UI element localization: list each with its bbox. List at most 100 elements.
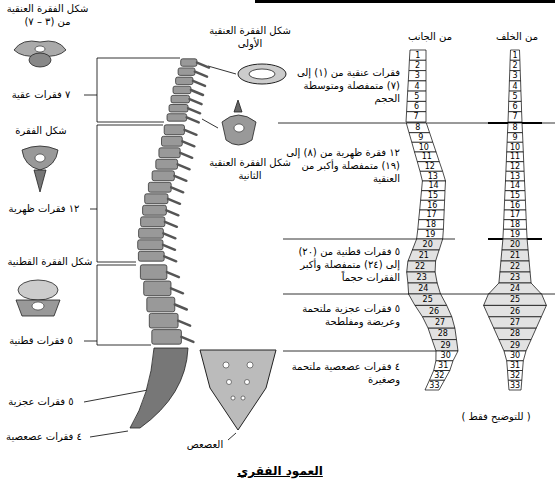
back-vertebra [499,272,531,283]
callout-number: 31 [433,361,453,370]
vertebra-body [162,136,183,146]
callout-number: 10 [414,143,434,152]
callout-number: 12 [420,162,440,171]
callout-number: 33 [424,381,444,390]
callout-number: 23 [505,273,525,282]
view-heading: من الخلف [483,30,551,43]
icon-caption: شكل الفقرة العنقية الثانية [208,156,292,182]
callout-number: 29 [505,341,525,350]
leader-line [84,390,148,402]
side-vertebra [408,250,439,261]
spinous-process [181,337,193,342]
side-vertebra [417,229,444,239]
side-vertebra [419,210,445,220]
sacrum-hole [227,380,232,385]
back-vertebra [505,191,526,201]
callout-number: 6 [406,102,426,111]
view-heading: من الجانب [395,30,465,43]
spinous-process [191,90,203,95]
vertebra-icon [234,124,244,132]
bracket-line [97,58,180,122]
side-vertebra [429,371,449,381]
group-label: ٧ فقرات عقية [0,88,82,101]
vertebra-icon [35,154,45,162]
back-vertebra [489,317,542,328]
side-vertebra [415,152,440,162]
callout-number: 30 [436,351,456,360]
callout-number: 28 [505,329,525,338]
callout-number: 32 [429,371,449,380]
callout-number: 7 [505,112,525,121]
vertebra-body [139,228,164,238]
callout-number: 5 [407,92,427,101]
back-vertebra [506,162,524,172]
callout-number: 25 [505,295,525,304]
callout-number: 8 [505,123,525,132]
side-vertebra [420,200,445,210]
side-vertebra [422,181,446,191]
part-label: العصعص [170,438,240,451]
vertebra-icon [29,53,51,67]
side-vertebra [417,162,442,172]
callout-number: 5 [505,92,525,101]
spinous-process [178,164,190,169]
spinous-process [174,176,186,181]
vertebra-icon [35,46,45,52]
back-vertebra [500,261,530,272]
group-label: ٥ فقرات قطنية [0,334,82,347]
bracket-line [84,95,97,96]
vertebra-body [156,159,178,169]
separator-line [283,351,436,352]
vertebra-icon [22,146,58,170]
callout-number: 2 [408,61,428,70]
vertebra-body [141,217,165,227]
leader-line [202,119,218,128]
vertebra-body [147,297,175,312]
side-vertebra [421,191,445,201]
spinous-process [182,141,194,146]
callout-number: 21 [414,251,434,260]
region-note: ٥ فقرات قطنية من (٢٠) إلى (٢٤) متمفصلة و… [284,245,400,284]
vertebra-body [145,194,168,204]
callout-number: 15 [423,191,443,200]
side-vertebra [409,133,433,143]
group-label: ٤ فقرات عصعصية [0,430,88,443]
thoracic-vertebra-icon [22,146,58,192]
icon-caption: شكل الفقرة القطنية [0,255,100,268]
cervical-vertebra-icon [14,41,66,67]
callout-number: 14 [505,181,525,190]
vertebra-body [169,105,188,113]
callout-number: 16 [422,201,442,210]
callout-number: 22 [505,262,525,271]
top-bar [255,0,555,3]
callout-number: 30 [505,351,525,360]
icon-caption: شكل الفقرة العنقية الأولى [205,24,295,50]
callout-number: 26 [505,307,525,316]
region-note: فقرات عنقية من (١) إلى (٧) متمفصلة ومتوس… [286,66,400,105]
side-vertebra [407,272,438,283]
vertebra-body [173,86,191,94]
back-vertebra [503,220,526,230]
back-vertebra [501,250,529,261]
group-label: ١٢ فقرات ظهرية [0,202,88,215]
side-vertebra [406,112,426,122]
side-vertebra [425,380,444,390]
back-vertebra [505,181,525,191]
vertebra-body [159,148,180,158]
sacrum-hole [241,396,245,400]
spinous-process [163,233,175,238]
callout-number: 13 [505,172,525,181]
callout-number: 8 [408,123,428,132]
callout-number: 22 [410,262,430,271]
sacrum-hole [247,362,253,368]
leader-line [208,66,236,74]
side-vertebra [423,317,455,328]
callout-number: 1 [505,51,525,60]
callout-number: 21 [505,251,525,260]
bracket-line [90,209,97,210]
callout-number: 17 [422,210,442,219]
callout-number: 9 [505,133,525,142]
side-vertebra [407,91,426,101]
vertebra-body [148,182,171,192]
vertebra-body [152,171,174,181]
